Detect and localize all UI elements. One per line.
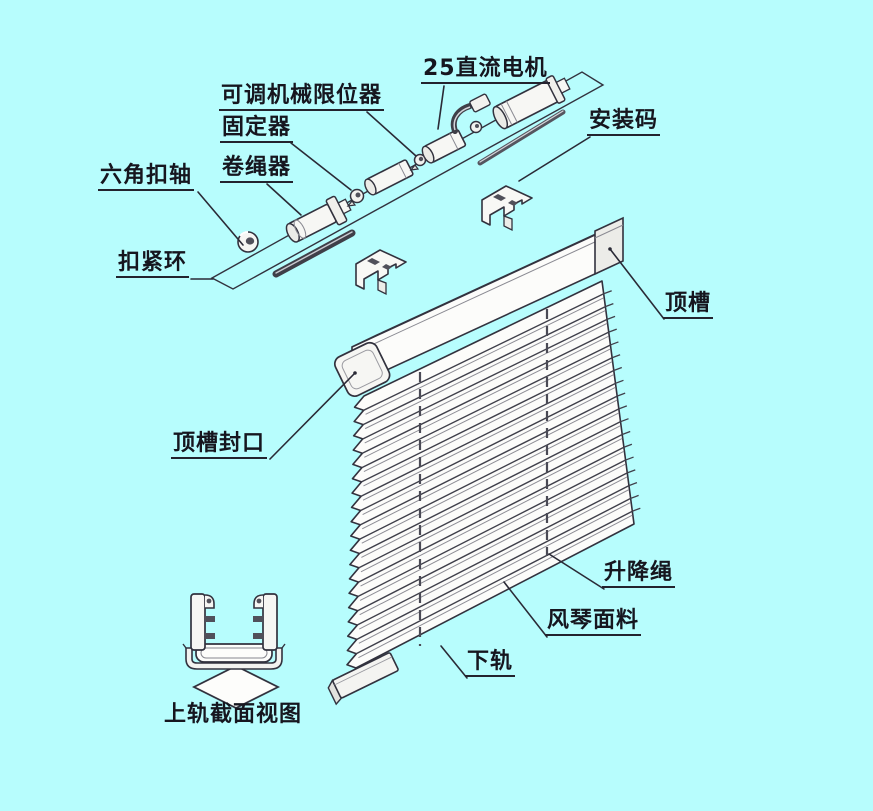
limiter-body-part — [364, 159, 414, 196]
mounting-bracket-1 — [481, 185, 533, 232]
motor-head-part — [421, 129, 467, 164]
pleated-fabric-drawing — [346, 280, 641, 669]
hex-shaft-rod — [272, 229, 356, 278]
label-lift-cord: 升降绳 — [602, 561, 676, 589]
top-channel-end-cap-drawing — [333, 341, 391, 398]
label-top-channel-end-cap: 顶槽封口 — [171, 432, 268, 460]
bottom-rail-drawing — [327, 652, 399, 706]
label-top-channel: 顶槽 — [663, 292, 714, 320]
top-rail-cross-section-drawing — [182, 593, 286, 710]
leader-lines — [190, 85, 665, 679]
label-mounting-bracket: 安装码 — [587, 109, 661, 137]
motor-cable-part — [450, 93, 491, 134]
label-fixer: 固定器 — [220, 116, 294, 144]
limiter-cone-part — [409, 153, 427, 171]
label-cord-winder: 卷绳器 — [220, 156, 294, 184]
dc-motor-tube-part — [492, 75, 571, 130]
label-fastening-ring: 扣紧环 — [116, 251, 190, 279]
label-accordion-fabric: 风琴面料 — [545, 609, 642, 637]
cord-winder-part — [285, 195, 352, 243]
fixer-ring-part — [346, 188, 365, 207]
label-bottom-rail: 下轨 — [465, 650, 516, 678]
label-adjustable-limiter: 可调机械限位器 — [219, 84, 385, 112]
mounting-bracket-2 — [355, 249, 407, 296]
label-dc-motor: 25直流电机 — [421, 57, 550, 85]
top-channel-drawing — [351, 216, 624, 388]
label-cross-section-caption: 上轨截面视图 — [164, 702, 303, 727]
lift-cords-drawing — [418, 309, 549, 646]
motor-rod-part — [477, 109, 566, 166]
fastening-ring-part — [237, 231, 259, 253]
label-hex-shaft: 六角扣轴 — [98, 164, 195, 192]
